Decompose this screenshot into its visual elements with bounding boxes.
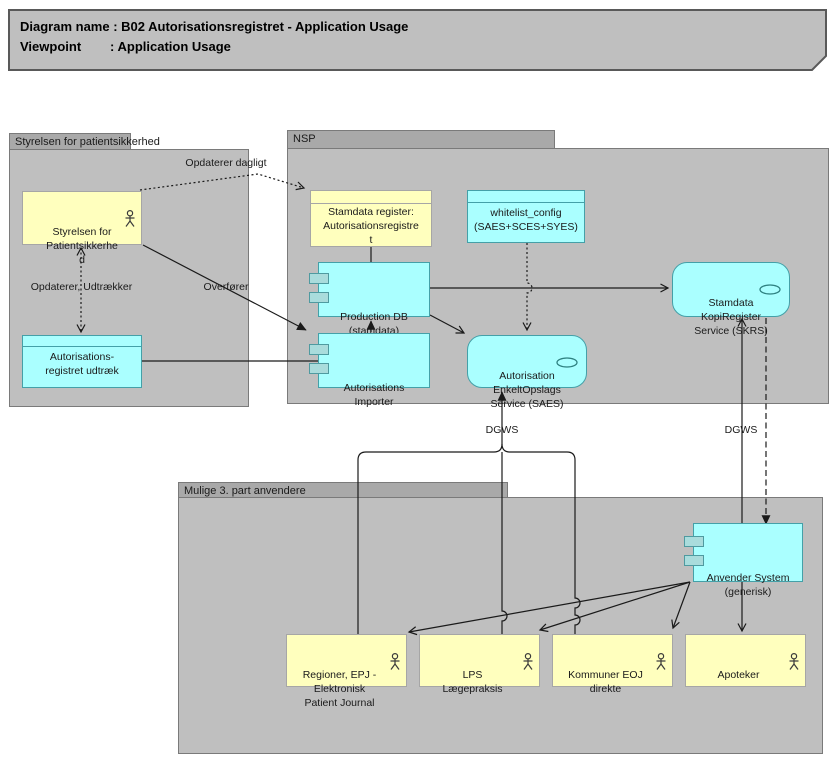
node-label: Apoteker <box>717 669 760 681</box>
service-icon <box>556 343 578 372</box>
edge-label-overfoerer: Overfører <box>203 281 249 293</box>
node-label: Autorisation EnkeltOpslags Service (SAES… <box>490 370 564 410</box>
edge-proddb-saes <box>429 314 466 334</box>
actor-icon <box>124 196 136 232</box>
edge-opdaterer-dagligt <box>139 173 306 191</box>
object-band <box>311 191 431 204</box>
edge-dgws-regioner <box>357 443 503 634</box>
node-udtraek[interactable]: Autorisations- registret udtræk <box>22 335 142 388</box>
node-autorisations-importer[interactable]: Autorisations Importer <box>309 333 430 408</box>
node-production-db[interactable]: Production DB (stamdata) <box>309 262 430 337</box>
node-lps[interactable]: LPS Lægepraksis <box>419 634 540 695</box>
title-text: Diagram name : B02 Autorisationsregistre… <box>20 17 408 57</box>
group-nsp-tab: NSP <box>287 130 555 149</box>
component-icon <box>309 273 329 284</box>
component-icon <box>684 555 704 566</box>
actor-icon <box>788 639 800 675</box>
edge-dgws-lps <box>501 452 508 634</box>
node-skrs-service[interactable]: Stamdata KopiRegister Service (SKRS) <box>672 262 790 337</box>
title-line2: Viewpoint : Application Usage <box>20 39 231 54</box>
node-styrelsen-actor[interactable]: Styrelsen for Patientsikkerhe d <box>22 191 142 266</box>
node-label: whitelist_config (SAES+SCES+SYES) <box>474 207 578 233</box>
node-label: Autorisations- registret udtræk <box>45 351 119 377</box>
object-band <box>23 336 141 347</box>
edge-label-opdaterer-udtraekker: Opdaterer, Udtrækker <box>30 281 133 293</box>
edge-anvender-regioner <box>407 581 691 636</box>
node-apoteker[interactable]: Apoteker <box>685 634 806 687</box>
node-label: LPS Lægepraksis <box>442 669 503 695</box>
node-kommuner[interactable]: Kommuner EOJ direkte <box>552 634 673 695</box>
actor-icon <box>389 639 401 675</box>
edge-label-dgws-left: DGWS <box>485 424 519 436</box>
component-icon <box>309 292 329 303</box>
edge-overfoerer <box>142 244 307 331</box>
edge-anvender-kommuner <box>671 581 691 630</box>
edge-dgws-kommuner <box>501 443 581 634</box>
node-regioner[interactable]: Regioner, EPJ - Elektronisk Patient Jour… <box>286 634 407 709</box>
node-label: Anvender System (generisk) <box>706 572 790 598</box>
group-styrelsen-tab: Styrelsen for patientsikkerhed <box>9 133 160 150</box>
node-label: Stamdata register: Autorisationsregistre… <box>323 206 419 246</box>
node-saes-service[interactable]: Autorisation EnkeltOpslags Service (SAES… <box>467 335 587 410</box>
node-whitelist-config[interactable]: whitelist_config (SAES+SCES+SYES) <box>467 190 585 243</box>
edge-label-opdaterer-dagligt: Opdaterer dagligt <box>185 157 267 169</box>
title-note-shape <box>8 9 827 71</box>
title-line1: Diagram name : B02 Autorisationsregistre… <box>20 19 409 34</box>
edge-whitelist-saes <box>522 243 533 332</box>
edge-anvender-lps <box>538 581 691 633</box>
node-stamdata-register[interactable]: Stamdata register: Autorisationsregistre… <box>310 190 432 247</box>
actor-icon <box>655 639 667 675</box>
node-label: Autorisations Importer <box>343 382 405 408</box>
component-icon <box>309 344 329 355</box>
component-icon <box>309 363 329 374</box>
node-label: Stamdata KopiRegister Service (SKRS) <box>694 297 768 337</box>
component-icon <box>684 536 704 547</box>
service-icon <box>759 270 781 299</box>
node-label: Regioner, EPJ - Elektronisk Patient Jour… <box>302 669 377 709</box>
actor-icon <box>522 639 534 675</box>
object-band <box>468 191 584 203</box>
edge-label-dgws-right: DGWS <box>724 424 758 436</box>
node-anvender-system[interactable]: Anvender System (generisk) <box>684 523 803 598</box>
node-label: Kommuner EOJ direkte <box>568 669 643 695</box>
